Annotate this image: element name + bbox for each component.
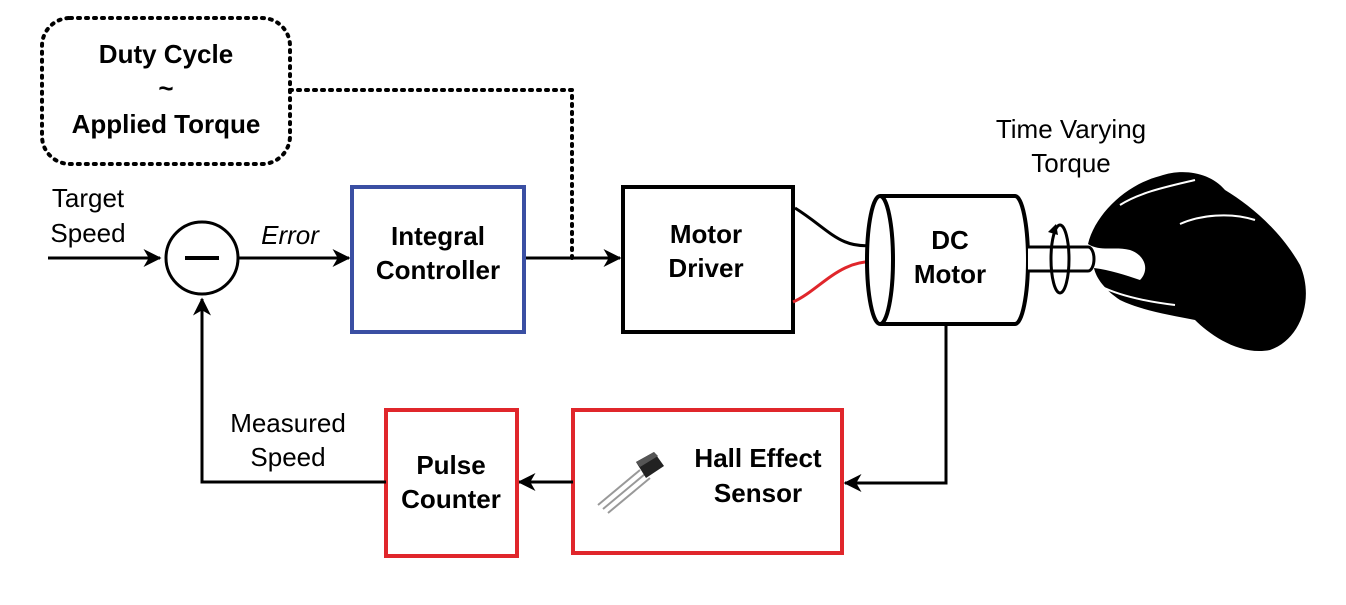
annotation-line1: Duty Cycle [99,39,233,69]
torque-label-1: Time Varying [996,114,1146,144]
motor-to-sensor-arrow [843,326,948,492]
summing-junction [164,220,240,296]
duty-cycle-annotation: Duty Cycle ~ Applied Torque [40,16,292,166]
measured-speed-arrow [193,297,386,484]
hall-sensor-icon [597,452,664,514]
counter-label-2: Counter [401,484,501,514]
hall-effect-sensor-block: Hall Effect Sensor [571,408,844,555]
integral-controller-block: Integral Controller [350,185,526,334]
pulse-counter-block: Pulse Counter [384,408,519,558]
annotation-connector [288,88,574,260]
error-label: Error [261,220,320,250]
torque-label-2: Torque [1031,148,1111,178]
motor-label-2: Motor [914,259,986,289]
dc-motor-block: DC Motor [865,194,1030,326]
sensor-label-1: Hall Effect [694,443,821,473]
sensor-label-2: Sensor [714,478,802,508]
motor-shaft [1028,223,1096,295]
hand-icon [1088,172,1306,352]
controller-label-1: Integral [391,221,485,251]
target-speed-label-1: Target [52,183,125,213]
controller-label-2: Controller [376,255,500,285]
annotation-line3: Applied Torque [72,109,261,139]
driver-label-1: Motor [670,219,742,249]
black-wire [794,206,877,248]
target-speed-label-2: Speed [50,218,125,248]
measured-speed-label-1: Measured [230,408,346,438]
annotation-line2: ~ [158,73,173,103]
counter-label-1: Pulse [416,450,485,480]
motor-driver-block: Motor Driver [621,185,795,334]
motor-label-1: DC [931,225,969,255]
driver-label-2: Driver [668,253,743,283]
measured-speed-label-2: Speed [250,442,325,472]
